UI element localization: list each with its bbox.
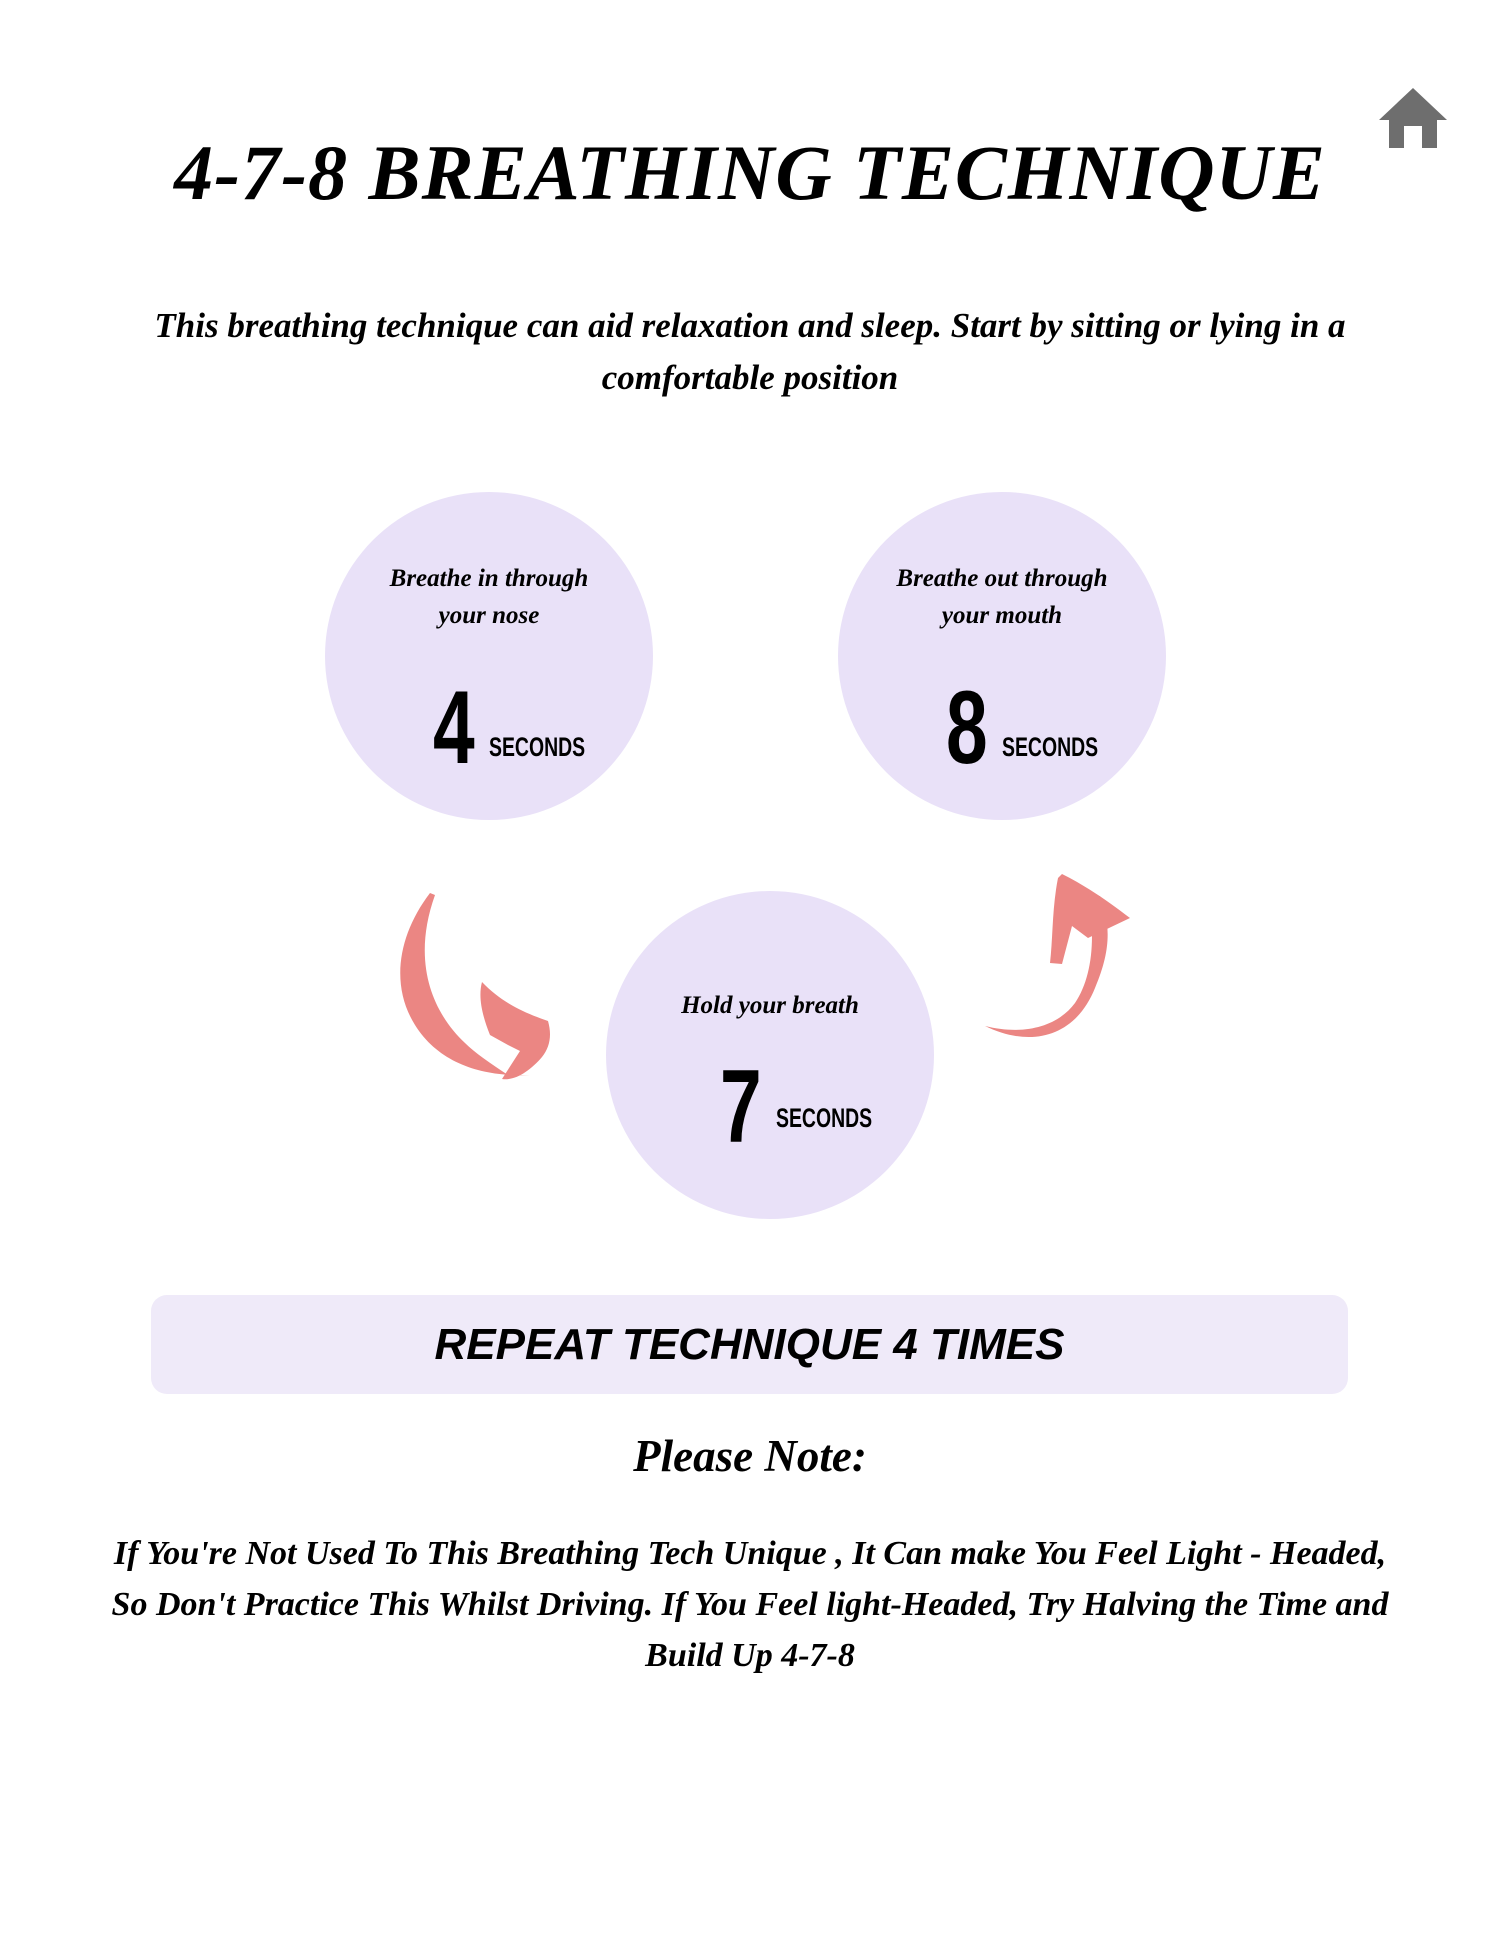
step-inhale: Breathe in through your nose 4 SECONDS (325, 492, 653, 820)
curved-arrow-up-icon (985, 874, 1130, 1038)
step-count: 4 (433, 670, 475, 786)
step-exhale: Breathe out through your mouth 8 SECONDS (838, 492, 1166, 820)
step-count: 7 (720, 1049, 762, 1165)
step-unit: SECONDS (776, 1103, 873, 1133)
step-unit: SECONDS (1002, 732, 1099, 762)
note-text: If You're Not Used To This Breathing Tec… (111, 1535, 1389, 1674)
curved-arrow-down-icon (400, 893, 550, 1080)
step-instruction: Hold your breath (681, 992, 859, 1019)
repeat-banner: REPEAT TECHNIQUE 4 TIMES (151, 1295, 1348, 1394)
step-instruction: Breathe out through your mouth (896, 565, 1108, 629)
home-icon[interactable] (1377, 86, 1449, 150)
note-heading: Please Note: (633, 1431, 867, 1481)
step-instruction: Breathe in through your nose (389, 565, 589, 629)
intro-text: This breathing technique can aid relaxat… (154, 306, 1346, 397)
step-unit: SECONDS (489, 732, 586, 762)
step-hold: Hold your breath 7 SECONDS (606, 891, 934, 1219)
step-count: 8 (946, 670, 988, 786)
page-title: 4-7-8 BREATHING TECHNIQUE (174, 129, 1326, 216)
